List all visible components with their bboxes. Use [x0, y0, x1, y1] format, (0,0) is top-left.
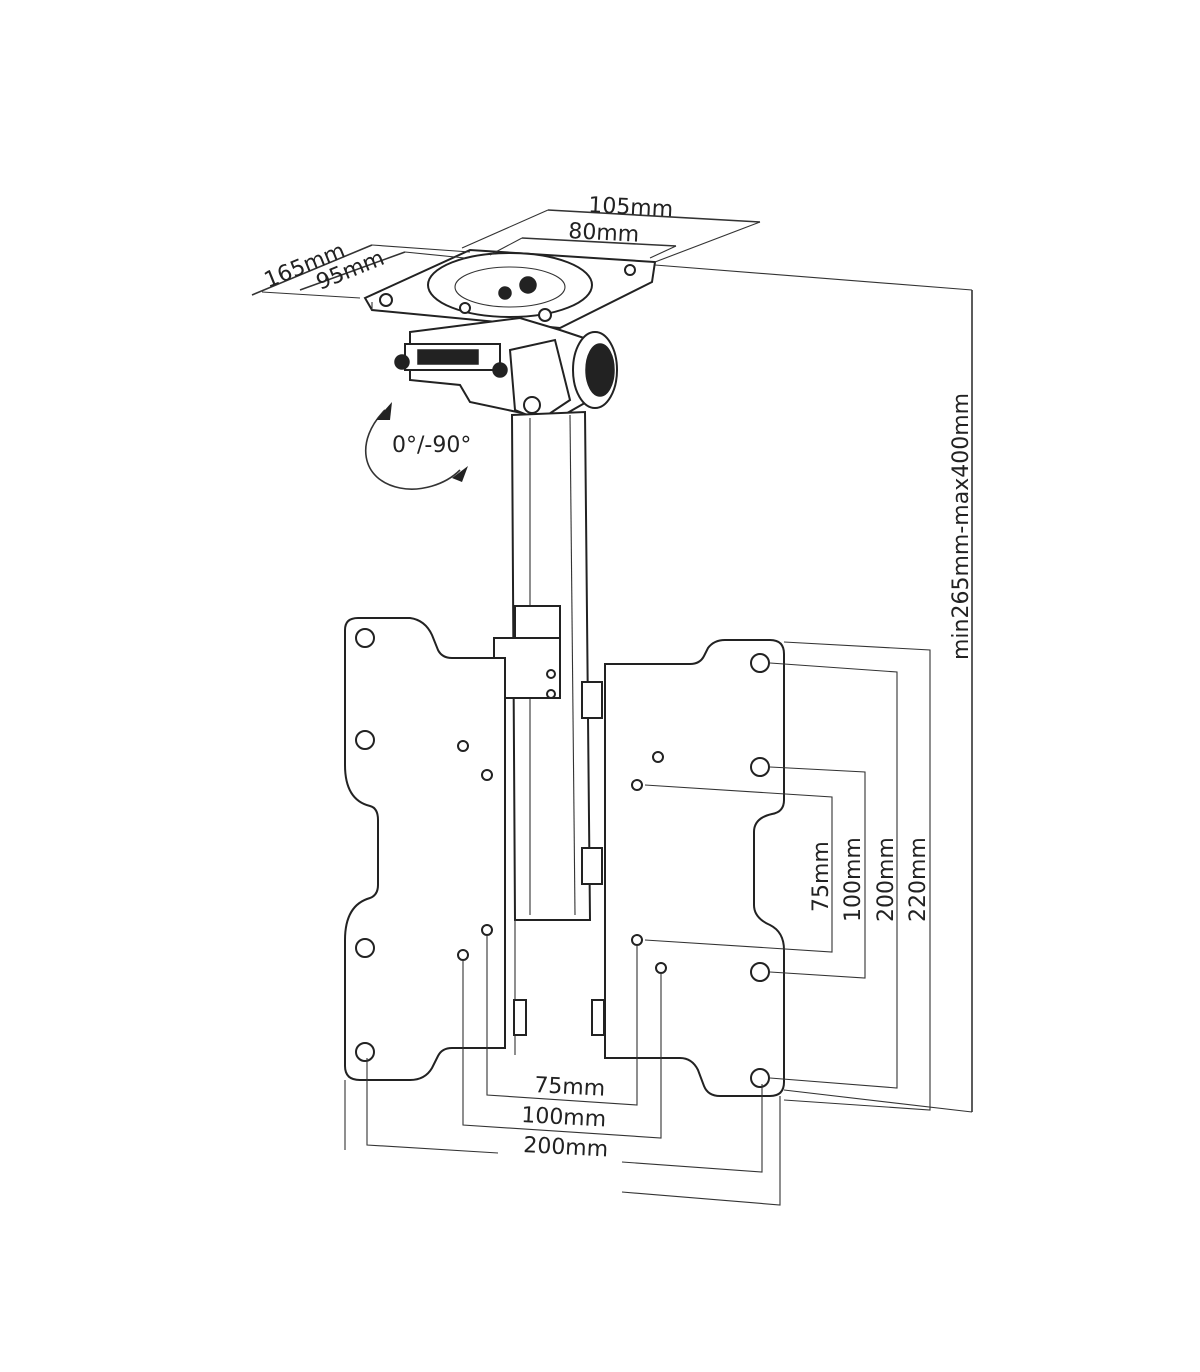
vesa-vertical-220-label: 220mm — [906, 837, 931, 922]
plate-width-inner-label: 80mm — [568, 219, 640, 248]
height-dimension-lines — [654, 264, 973, 1113]
ceiling-plate — [363, 248, 657, 330]
tilt-head — [394, 316, 618, 422]
vertical-vesa-dimension-lines — [644, 641, 931, 1111]
vesa-vertical-100-label: 100mm — [841, 837, 866, 922]
tilt-range-label: 0°/-90° — [392, 433, 471, 458]
vesa-plate — [344, 617, 785, 1097]
height-range-label: min265mm-max400mm — [949, 393, 974, 660]
plate-width-outer-label: 105mm — [588, 193, 674, 222]
vesa-horizontal-100-label: 100mm — [521, 1103, 607, 1132]
vesa-horizontal-200-label: 200mm — [523, 1133, 609, 1162]
vesa-vertical-200-label: 200mm — [874, 837, 899, 922]
vesa-vertical-75-label: 75mm — [809, 841, 834, 912]
plate-dimension-lines — [251, 209, 761, 299]
horizontal-vesa-dimension-lines — [344, 935, 781, 1206]
vesa-horizontal-75-label: 75mm — [534, 1073, 606, 1102]
curved-double-arrow-icon — [364, 402, 468, 490]
telescopic-arm — [493, 410, 606, 1055]
